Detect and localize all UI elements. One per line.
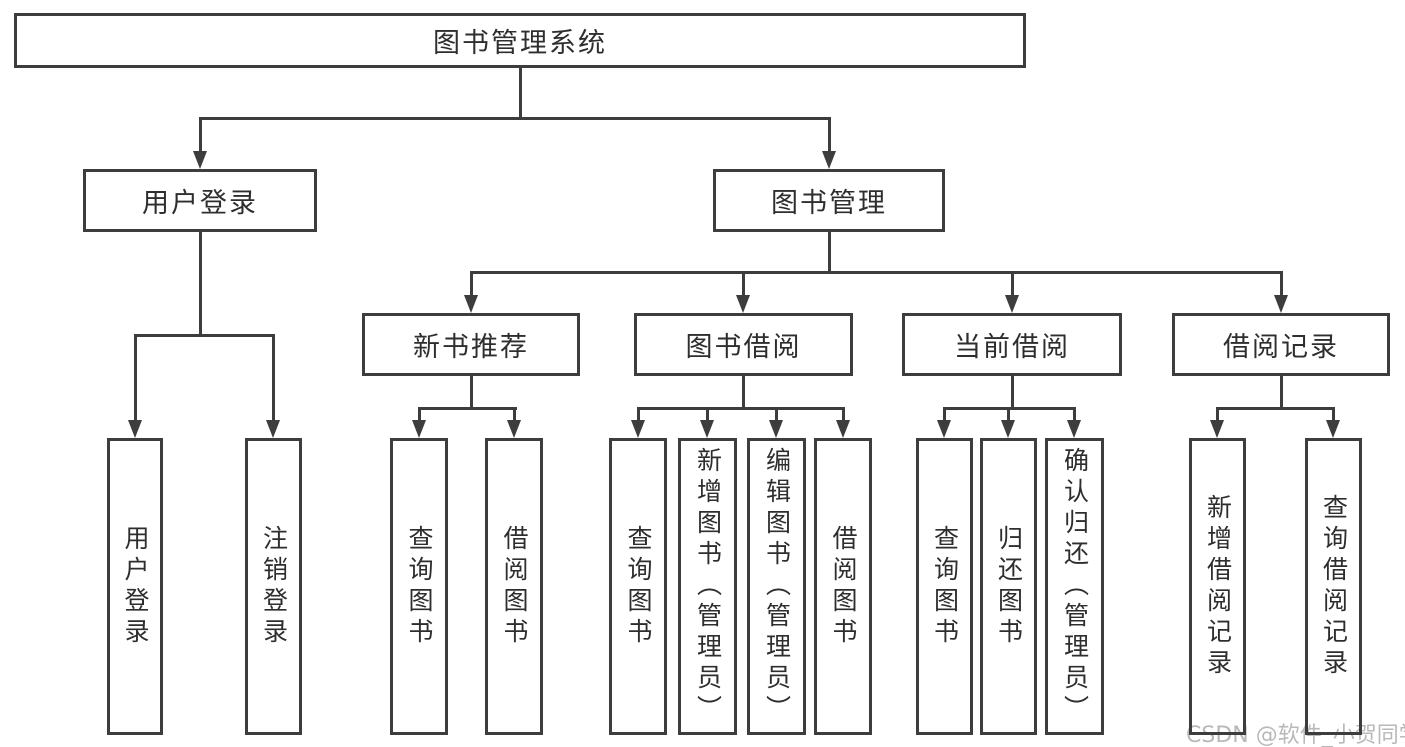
arrowhead-borrow-books-1 — [507, 420, 521, 438]
arrowhead-query-record — [1326, 420, 1340, 438]
connector-stem-borrow-books-2 — [842, 410, 845, 421]
connector-stem-query-record — [1332, 410, 1335, 421]
connector-stem-add-record — [1216, 410, 1219, 421]
leaf-edit-book-admin: 编辑图书（管理员） — [747, 438, 806, 735]
leaf-query-books-2-label: 查询图书 — [624, 524, 653, 649]
connector-stem-add-book — [706, 410, 709, 421]
node-current-borrow: 当前借阅 — [902, 313, 1122, 376]
leaf-return-book: 归还图书 — [980, 438, 1037, 735]
node-book-management-label: 图书管理 — [771, 188, 887, 219]
connector-userlogin-rail — [134, 334, 275, 337]
node-book-borrow: 图书借阅 — [634, 313, 853, 376]
connector-stem-edit-book — [775, 410, 778, 421]
node-new-book-recommend-label: 新书推荐 — [413, 332, 529, 363]
node-root-label: 图书管理系统 — [433, 28, 607, 59]
arrowhead-query-books-1 — [412, 420, 426, 438]
arrowhead-add-book — [700, 420, 714, 438]
leaf-query-borrow-record: 查询借阅记录 — [1305, 438, 1362, 735]
leaf-borrow-books-2-label: 借阅图书 — [829, 524, 858, 649]
node-borrow-records-label: 借阅记录 — [1223, 332, 1339, 363]
arrowhead-leaf-logout — [266, 420, 280, 438]
connector-root-rail — [199, 117, 831, 120]
arrowhead-confirm-return — [1067, 420, 1081, 438]
connector-newbook-drop — [470, 376, 473, 410]
arrowhead-book-borrow — [736, 295, 750, 313]
leaf-add-book-admin-label: 新增图书（管理员） — [693, 447, 723, 726]
connector-stem-query-books-3 — [943, 410, 946, 421]
arrowhead-leaf-user-login — [128, 420, 142, 438]
leaf-confirm-return-admin-label: 确认归还（管理员） — [1060, 447, 1090, 726]
node-book-management: 图书管理 — [713, 169, 945, 232]
leaf-add-borrow-record: 新增借阅记录 — [1189, 438, 1246, 735]
leaf-borrow-books-2: 借阅图书 — [814, 438, 872, 735]
leaf-confirm-return-admin: 确认归还（管理员） — [1045, 438, 1104, 735]
connector-borrowrecords-rail — [1216, 407, 1335, 410]
leaf-query-borrow-record-label: 查询借阅记录 — [1319, 493, 1349, 680]
arrowhead-add-record — [1210, 420, 1224, 438]
connector-stem-new-book — [470, 274, 473, 296]
leaf-query-books-3-label: 查询图书 — [930, 524, 960, 649]
node-user-login-label: 用户登录 — [142, 188, 258, 219]
connector-stem-user-login — [199, 120, 202, 153]
connector-stem-return-book — [1007, 410, 1010, 421]
leaf-borrow-books-1: 借阅图书 — [485, 438, 543, 735]
arrowhead-current-borrow — [1005, 295, 1019, 313]
connector-stem-book-management — [828, 120, 831, 153]
connector-stem-borrow-records — [1280, 274, 1283, 296]
connector-borrowrecords-drop — [1280, 376, 1283, 410]
connector-stem-leaf-user-login — [134, 337, 137, 421]
leaf-borrow-books-1-label: 借阅图书 — [500, 524, 529, 649]
node-new-book-recommend: 新书推荐 — [362, 313, 580, 376]
connector-stem-borrow-books-1 — [513, 410, 516, 421]
csdn-watermark: CSDN @软件_小贺同学 — [1186, 723, 1405, 747]
connector-stem-current-borrow — [1011, 274, 1014, 296]
leaf-query-books-2: 查询图书 — [609, 438, 667, 735]
arrowhead-return-book — [1001, 420, 1015, 438]
leaf-return-book-label: 归还图书 — [994, 524, 1024, 649]
node-borrow-records: 借阅记录 — [1172, 313, 1390, 376]
connector-root-drop — [519, 68, 522, 120]
leaf-add-borrow-record-label: 新增借阅记录 — [1203, 493, 1233, 680]
connector-stem-confirm-return — [1073, 410, 1076, 421]
connector-newbook-rail — [418, 407, 517, 410]
arrowhead-borrow-records — [1274, 295, 1288, 313]
connector-currentborrow-drop — [1011, 376, 1014, 410]
connector-stem-query-books-2 — [637, 410, 640, 421]
leaf-query-books-1: 查询图书 — [390, 438, 448, 735]
node-user-login: 用户登录 — [83, 169, 317, 232]
connector-userlogin-drop — [199, 232, 202, 337]
arrowhead-query-books-2 — [631, 420, 645, 438]
node-current-borrow-label: 当前借阅 — [954, 332, 1070, 363]
arrowhead-new-book — [464, 295, 478, 313]
arrowhead-borrow-books-2 — [836, 420, 850, 438]
leaf-logout-label: 注销登录 — [259, 524, 289, 649]
arrowhead-query-books-3 — [937, 420, 951, 438]
connector-stem-query-books-1 — [418, 410, 421, 421]
connector-currentborrow-rail — [943, 407, 1076, 410]
arrowhead-edit-book — [769, 420, 783, 438]
node-root: 图书管理系统 — [14, 13, 1026, 68]
connector-stem-book-borrow — [742, 274, 745, 296]
arrowhead-book-management — [822, 151, 836, 169]
connector-bookmgmt-drop — [828, 232, 831, 274]
arrowhead-user-login — [193, 151, 207, 169]
connector-bookmgmt-rail — [470, 271, 1283, 274]
leaf-add-book-admin: 新增图书（管理员） — [678, 438, 737, 735]
connector-bookborrow-drop — [742, 376, 745, 410]
leaf-query-books-3: 查询图书 — [916, 438, 973, 735]
leaf-user-login-label: 用户登录 — [121, 524, 150, 649]
leaf-logout: 注销登录 — [245, 438, 302, 735]
node-book-borrow-label: 图书借阅 — [685, 332, 802, 363]
connector-bookborrow-rail — [637, 407, 845, 410]
leaf-user-login: 用户登录 — [107, 438, 163, 735]
leaf-edit-book-admin-label: 编辑图书（管理员） — [762, 447, 792, 726]
connector-stem-leaf-logout — [272, 337, 275, 421]
leaf-query-books-1-label: 查询图书 — [405, 524, 434, 649]
